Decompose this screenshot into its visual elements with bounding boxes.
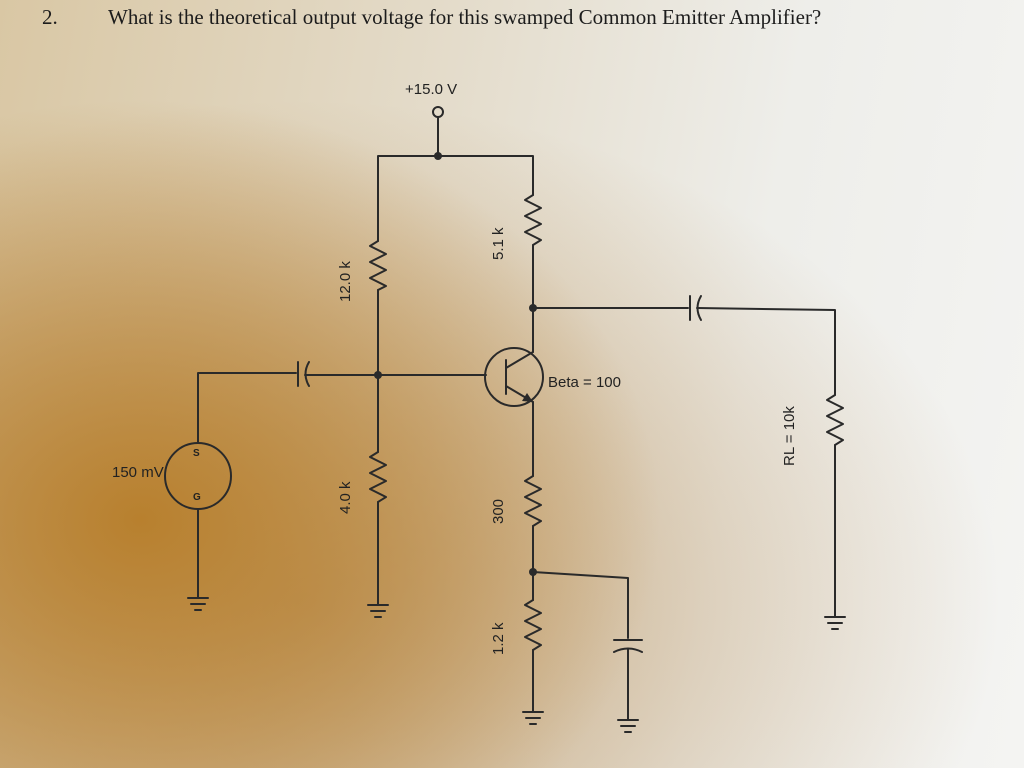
resistor-re1	[524, 475, 542, 527]
resistor-r1	[369, 240, 387, 291]
source-terminal-g: G	[193, 492, 201, 503]
resistor-r2	[369, 451, 387, 503]
ground-bypass	[617, 719, 639, 733]
source-terminal-s: S	[193, 448, 200, 459]
re2-label: 1.2 k	[490, 622, 507, 655]
source-label: 150 mV	[112, 464, 164, 481]
rl-label: RL = 10k	[781, 406, 798, 466]
ground-re2	[522, 711, 544, 725]
r2-label: 4.0 k	[337, 481, 354, 514]
question-number: 2.	[42, 5, 58, 29]
r1-label: 12.0 k	[337, 261, 354, 302]
resistor-re2	[524, 599, 542, 651]
npn-transistor	[484, 347, 544, 407]
supply-terminal	[432, 106, 444, 160]
supply-label: +15.0 V	[405, 81, 457, 98]
question-line: 2. What is the theoretical output voltage…	[42, 5, 821, 30]
rc-label: 5.1 k	[490, 227, 507, 260]
ground-rl	[824, 616, 846, 630]
ground-r2	[367, 604, 389, 618]
resistor-rc	[524, 194, 542, 246]
resistor-rl	[826, 394, 844, 446]
signal-source	[164, 442, 232, 599]
question-text: What is the theoretical output voltage f…	[108, 5, 822, 29]
re1-label: 300	[490, 499, 507, 524]
beta-label: Beta = 100	[548, 374, 621, 391]
input-wire	[197, 372, 297, 443]
ground-source	[187, 597, 209, 611]
top-rail-wire	[377, 155, 534, 242]
